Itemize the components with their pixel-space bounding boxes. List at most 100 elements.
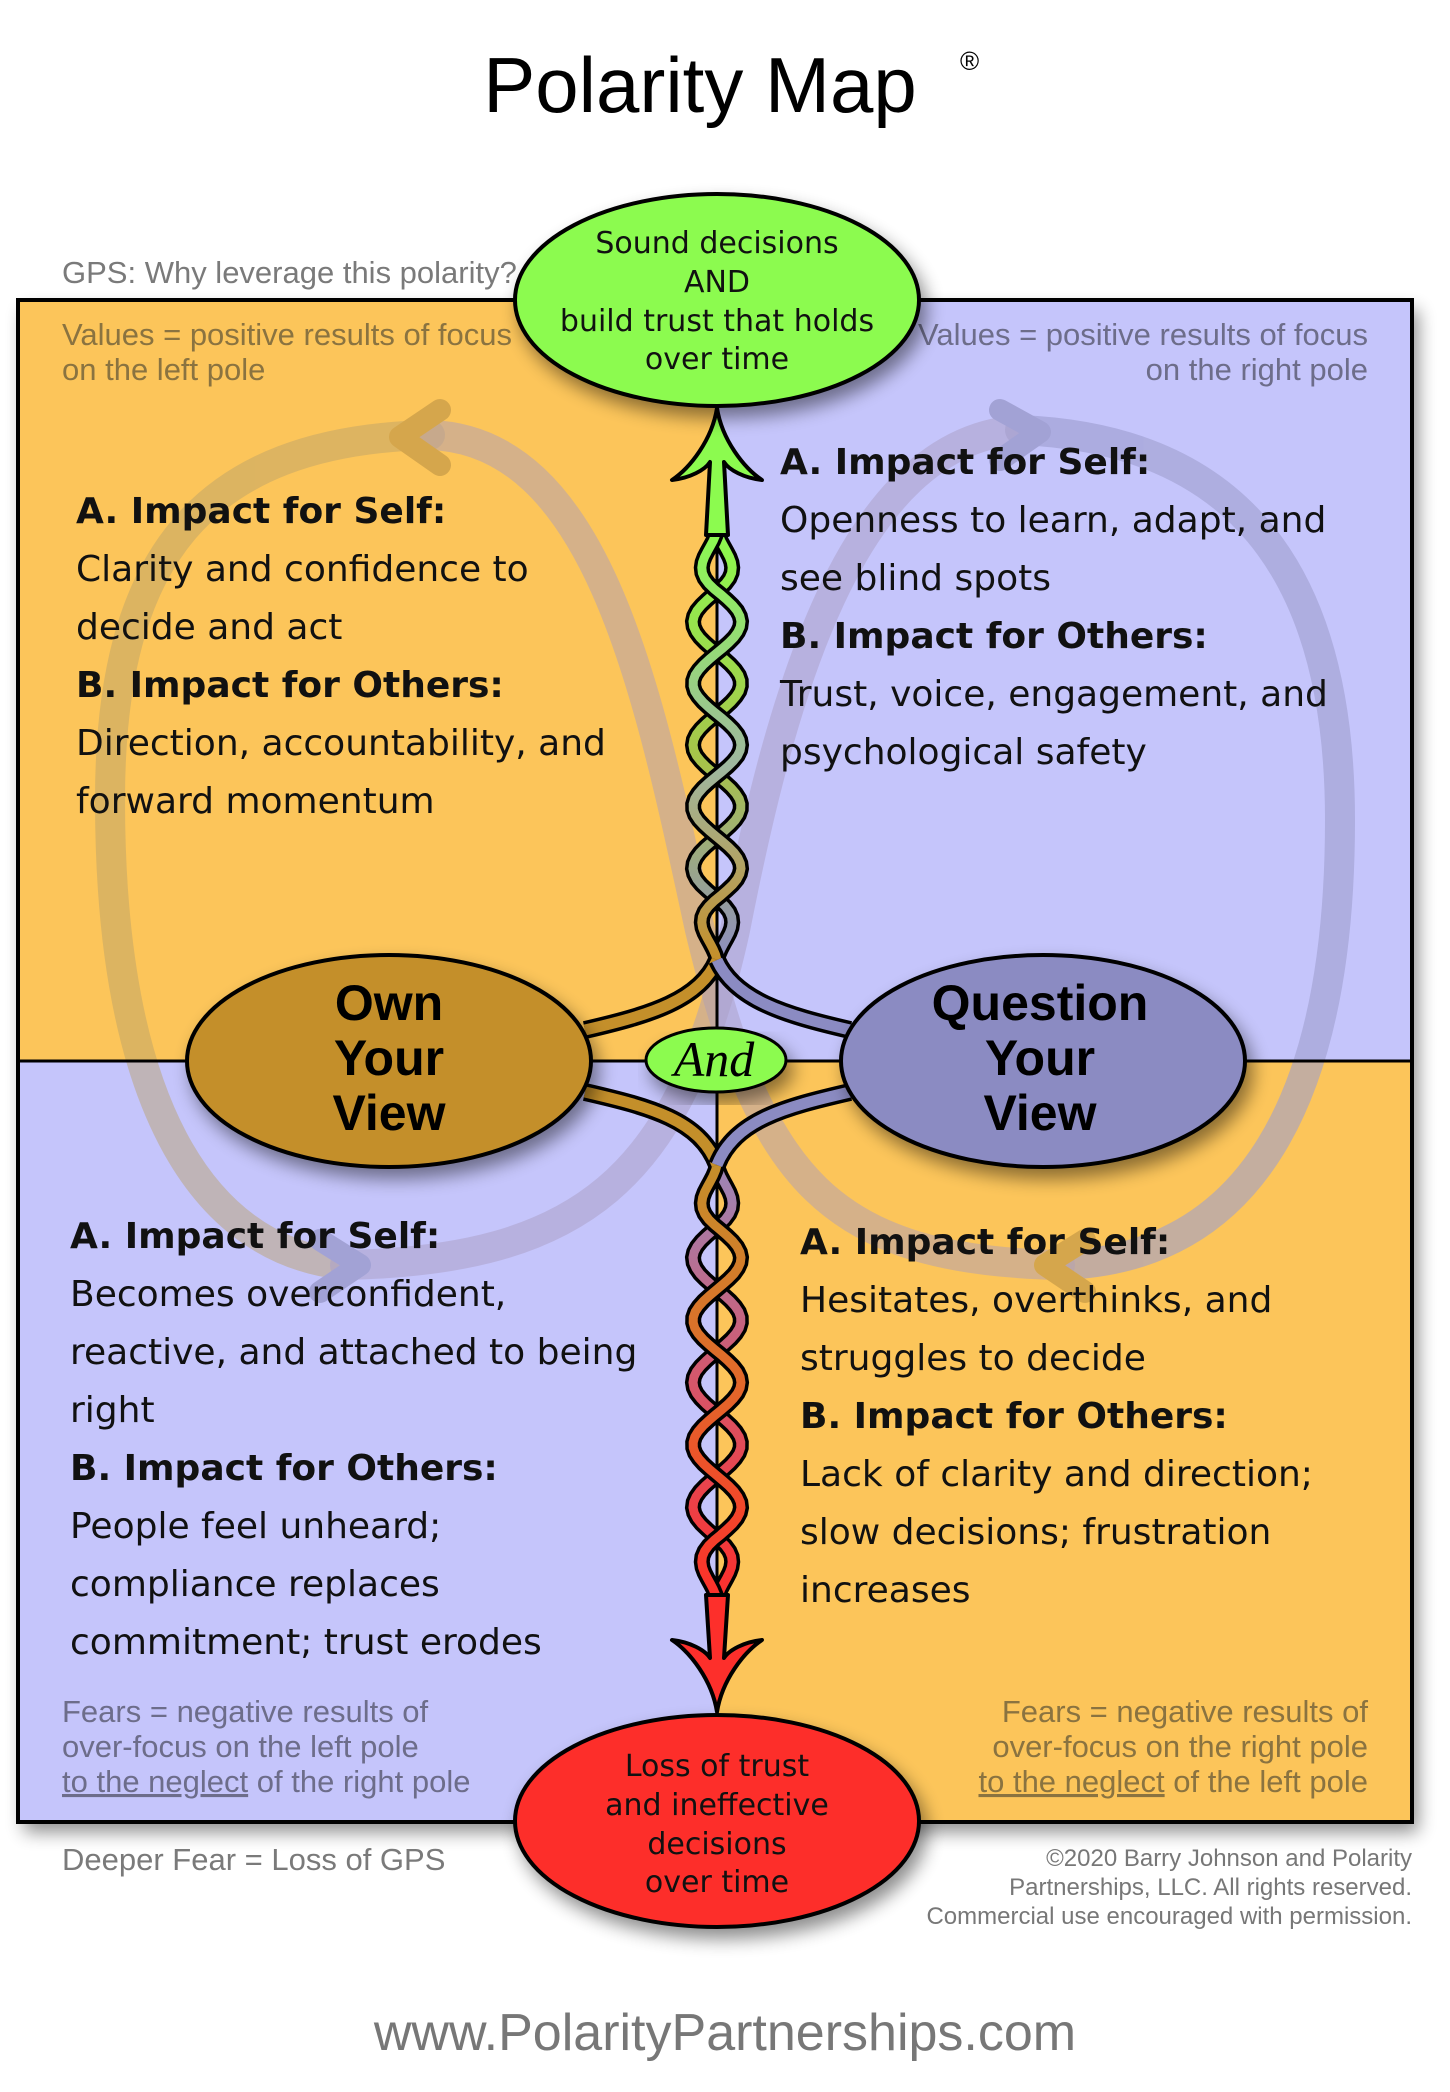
left-pole-ellipse[interactable] [185,953,593,1169]
note-line: over-focus on the right pole [992,1729,1368,1764]
others-heading: B. Impact for Others: [800,1396,1228,1437]
upper-helix-strand-a [688,525,746,965]
connector-left-upper-fill [583,957,723,1036]
note-line: on the right pole [1146,352,1368,387]
note-line: Values = positive results of focus [918,317,1368,352]
up-arrowhead-icon [670,406,764,537]
quadrant-lower-left-bg [18,1061,717,1822]
others-text-line: Direction, accountability, and [76,723,606,764]
note-line: to the neglect of the right pole [62,1764,470,1799]
self-heading: A. Impact for Self: [800,1222,1170,1263]
others-text-line: forward momentum [76,781,435,822]
gps-question: GPS: Why leverage this polarity? [62,255,517,290]
note-underlined: to the neglect [62,1764,249,1799]
others-text-line: psychological safety [780,732,1147,773]
others-heading: B. Impact for Others: [780,616,1208,657]
note-line: Fears = negative results of [62,1694,429,1729]
gps-ellipse[interactable] [513,192,921,408]
note-line: Values = positive results of focus [62,317,512,352]
self-text-line: struggles to decide [800,1338,1146,1379]
pole-label-line: Question [932,975,1149,1031]
deeper-fear-line: decisions [647,1827,786,1862]
loop-arrowhead-lower-left [309,1229,371,1303]
copyright-line: ©2020 Barry Johnson and Polarity [1046,1845,1412,1872]
note-tail: of the left pole [1165,1764,1368,1799]
deeper-fear-ellipse[interactable] [513,1713,921,1929]
self-text-line: reactive, and attached to being [70,1332,637,1373]
and-ellipse [644,1026,788,1094]
upper-helix-strand-b [688,525,746,965]
others-heading: B. Impact for Others: [76,665,504,706]
quadrant-grid [18,300,1412,1822]
others-text-line: Lack of clarity and direction; [800,1454,1313,1495]
loop-left-arc [94,420,445,1280]
lower-left-content: A. Impact for Self: Becomes overconfident… [70,1216,637,1663]
gps-ellipse-group[interactable] [513,192,921,408]
upper-right-values-note: Values = positive results of focus on th… [918,317,1368,387]
self-text-line: decide and act [76,607,342,648]
self-text-line: right [70,1390,155,1431]
quadrant-upper-left-bg [18,300,717,1061]
deeper-fear-label: Loss of trust and ineffective decisions … [605,1749,829,1900]
right-pole[interactable] [839,953,1247,1169]
twisted-arrows [670,406,764,1714]
pole-label-line: Your [334,1030,444,1086]
pole-label-line: Own [335,975,443,1031]
upper-left-values-note: Values = positive results of focus on th… [62,317,512,387]
right-pole-label: Question Your View [932,975,1149,1141]
others-text-line: compliance replaces [70,1564,440,1605]
connector-left-lower-fill [583,1086,723,1168]
loop-arrowhead-upper-right [989,399,1051,471]
gps-line: build trust that holds [560,304,874,339]
copyright-line: Commercial use encouraged with permissio… [926,1903,1412,1930]
and-connector [644,1026,788,1094]
lower-left-fears-note: Fears = negative results of over-focus o… [62,1694,470,1799]
right-pole-ellipse[interactable] [839,953,1247,1169]
copyright-line: Partnerships, LLC. All rights reserved. [1009,1874,1412,1901]
connector-right-lower-fill [711,1086,852,1168]
self-text-line: Clarity and confidence to [76,549,529,590]
note-tail: of the right pole [248,1764,470,1799]
note-line: Fears = negative results of [1002,1694,1369,1729]
self-heading: A. Impact for Self: [780,442,1150,483]
left-pole[interactable] [185,953,593,1169]
self-text-line: Hesitates, overthinks, and [800,1280,1272,1321]
self-heading: A. Impact for Self: [76,491,446,532]
pole-label-line: View [332,1085,445,1141]
pole-label-line: Your [985,1030,1095,1086]
gps-line: AND [684,265,750,300]
down-arrowhead-icon [670,1593,764,1714]
deeper-fear-line: and ineffective [605,1788,829,1823]
note-line: over-focus on the left pole [62,1729,419,1764]
lower-right-content: A. Impact for Self: Hesitates, overthinks… [800,1222,1313,1611]
loop-arrowhead-upper-left [389,399,451,476]
others-text-line: slow decisions; frustration [800,1512,1271,1553]
quadrant-lower-right-bg [717,1061,1412,1822]
loop-arrowhead-lower-right [1034,1229,1096,1303]
others-text-line: commitment; trust erodes [70,1622,542,1663]
gps-label: Sound decisions AND build trust that hol… [560,226,874,377]
self-heading: A. Impact for Self: [70,1216,440,1257]
connector-right-upper-fill [711,957,852,1036]
website-link[interactable]: www.PolarityPartnerships.com [373,2004,1076,2062]
lower-right-fears-note: Fears = negative results of over-focus o… [978,1694,1368,1799]
gps-line: Sound decisions [595,226,838,261]
deeper-fear-line: over time [645,1865,789,1900]
others-text-line: People feel unheard; [70,1506,441,1547]
upper-right-content: A. Impact for Self: Openness to learn, ad… [779,442,1328,773]
note-underlined: to the neglect [978,1764,1165,1799]
deeper-fear-ellipse-group[interactable] [513,1713,921,1929]
deeper-fear-line: Loss of trust [625,1749,810,1784]
pole-connectors [582,955,853,1169]
copyright: ©2020 Barry Johnson and Polarity Partner… [926,1845,1412,1930]
self-text-line: see blind spots [780,558,1051,599]
page-title: Polarity Map ® [483,41,979,129]
lower-helix-strand-b [688,1160,746,1605]
others-heading: B. Impact for Others: [70,1448,498,1489]
others-text-line: increases [800,1570,971,1611]
pole-label-line: View [983,1085,1096,1141]
self-text-line: Openness to learn, adapt, and [780,500,1326,541]
note-line: on the left pole [62,352,265,387]
self-text-line: Becomes overconfident, [70,1274,506,1315]
